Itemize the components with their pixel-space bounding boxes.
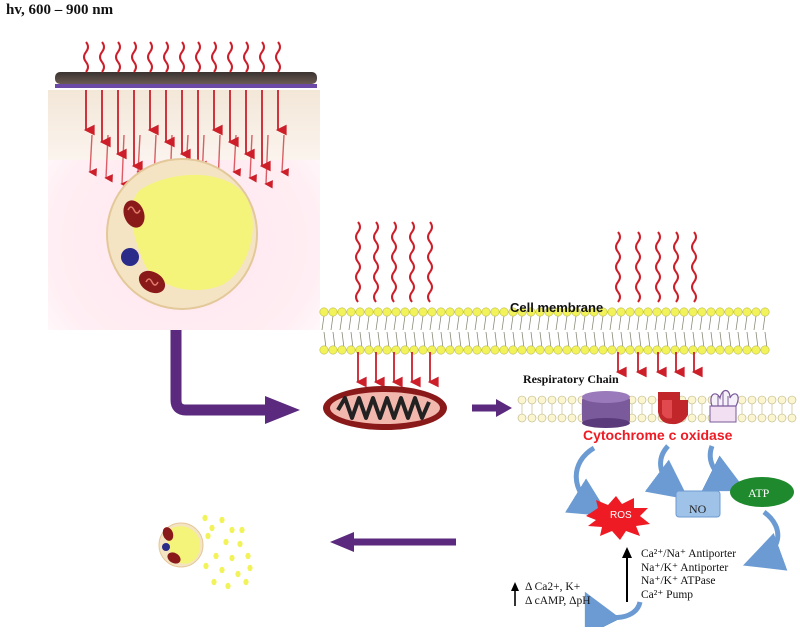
ros-label: ROS	[610, 510, 632, 521]
ros-burst	[586, 496, 650, 540]
transporter-item: Na⁺/K⁺ ATPase	[641, 575, 716, 587]
cytochrome-c-oxidase-protein	[658, 392, 688, 425]
light-rays-membrane	[355, 221, 703, 388]
delta-up-arrow	[511, 582, 519, 606]
process-arrow-small	[472, 399, 512, 417]
tissue-cell	[106, 158, 258, 310]
transporter-item: Na⁺/K⁺ Antiporter	[641, 561, 729, 574]
signal-arrows	[565, 444, 788, 632]
transporter-item: Ca²⁺/Na⁺ Antiporter	[641, 548, 737, 560]
cell-membrane	[319, 307, 770, 355]
skin-surface	[55, 72, 317, 84]
skin-layer	[55, 84, 317, 88]
mitochondrion-large	[323, 386, 447, 430]
delta-item: Δ cAMP, ΔpH	[525, 595, 591, 607]
respiratory-chain-membrane	[517, 395, 797, 423]
delta-item: Δ Ca2+, K+	[525, 581, 581, 593]
atp-synthase-protein	[709, 389, 739, 423]
arrow-transport-to-delta	[584, 591, 643, 632]
no-label: NO	[689, 502, 707, 516]
wavelength-title: hv, 600 – 900 nm	[6, 2, 114, 18]
arrow-to-ros	[565, 445, 610, 517]
cell-organelle-blue	[121, 248, 139, 266]
process-arrow-l	[170, 330, 300, 424]
no-box	[675, 490, 721, 518]
atp-label: ATP	[748, 486, 770, 500]
atp-ellipse	[730, 477, 794, 507]
delta-list: Δ Ca2+, K+ Δ cAMP, ΔpH	[525, 580, 591, 608]
transport-up-arrow	[622, 547, 632, 602]
result-cell	[158, 522, 204, 568]
process-arrow-left	[330, 532, 456, 552]
mitochondrion-small	[123, 200, 145, 228]
cell-nucleus	[131, 174, 253, 291]
dispersing-particles	[202, 514, 253, 590]
respiratory-chain-label: Respiratory Chain	[523, 372, 619, 386]
transporter-item: Ca²⁺ Pump	[641, 588, 694, 601]
cell-membrane-label: Cell membrane	[510, 300, 604, 315]
arrow-to-atp	[701, 445, 747, 492]
arrow-atp-to-transport	[742, 509, 788, 571]
cytochrome-c-oxidase-label: Cytochrome c oxidase	[583, 427, 733, 443]
respiratory-complex-purple	[582, 391, 630, 428]
arrow-to-no	[644, 444, 689, 500]
transporter-list: Ca²⁺/Na⁺ Antiporter Na⁺/K⁺ Antiporter Na…	[641, 548, 736, 602]
